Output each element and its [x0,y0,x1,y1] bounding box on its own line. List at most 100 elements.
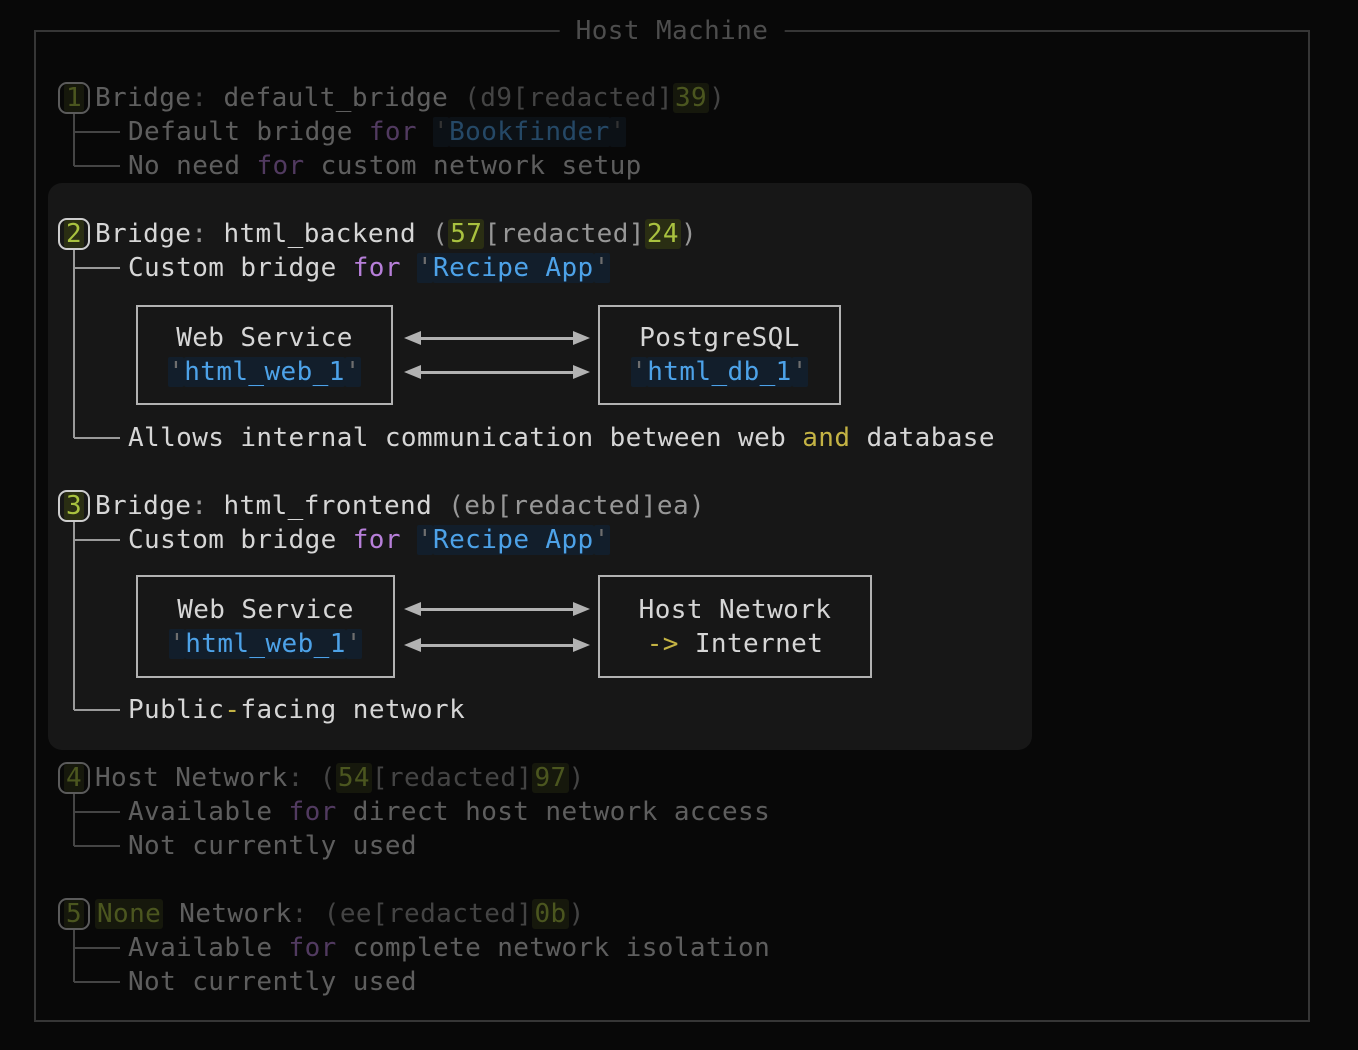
text-segment: Web Service [177,594,354,625]
text-segment: eb [464,491,497,521]
text-segment: ( [432,491,465,521]
section-header: Bridge: default_bridge (d9[redacted]39) [95,81,725,115]
frame-title: Host Machine [559,13,785,49]
arrow-shaft [416,644,578,647]
text-segment: Host Network [95,763,288,793]
arrow-head-left [404,331,421,345]
text-segment: html_web_1 [184,357,345,387]
text-segment: complete network isolation [336,933,771,963]
tree-branch-line [74,811,120,813]
text-segment: direct host network access [336,797,771,827]
badge-number: 2 [63,219,85,249]
text-segment: ' [168,357,185,387]
section-number-badge: 4 [58,762,90,794]
text-segment: : ( [291,899,340,929]
text-segment: for [352,525,401,555]
text-segment: Default bridge [128,117,369,147]
arrow-head-right [573,602,590,616]
text-segment: ' [593,253,610,283]
section-number-badge: 5 [58,898,90,930]
text-segment: - [224,695,241,725]
text-segment: and [802,423,851,453]
text-segment: html_frontend [223,491,433,521]
tree-branch-line [74,267,120,269]
bidirectional-arrow-icon [404,364,590,380]
text-segment: d9 [480,83,513,113]
text-segment: default_bridge [223,83,449,113]
text-segment: Not currently used [128,831,417,861]
text-segment: : [191,83,224,113]
text-segment: Public [128,695,225,725]
section-header: None Network: (ee[redacted]0b) [95,897,585,931]
text-segment: ' [609,117,626,147]
bidirectional-arrow-icon [404,330,590,346]
text-segment: ea [656,491,690,521]
text-segment: Custom bridge [128,525,353,555]
text-segment: ' [344,357,361,387]
text-segment: ( [448,83,481,113]
badge-number: 4 [63,763,85,793]
tree-line: Available for direct host network access [128,795,770,829]
service-box-line: -> Internet [647,627,824,661]
text-segment: for [288,933,337,963]
text-segment: Host Network [638,594,832,625]
text-segment: Network [163,899,292,929]
tree-line: Default bridge for 'Bookfinder' [128,115,626,149]
text-segment: ee [339,899,372,929]
tree-line: Custom bridge for 'Recipe App' [128,251,610,285]
tree-branch-line [74,947,120,949]
text-segment: ' [416,525,434,555]
tree-branch-line [74,709,120,711]
text-segment: ' [345,628,362,659]
service-box: Host Network-> Internet [598,575,872,678]
tree-connector-line [73,794,75,846]
text-segment: 39 [672,83,710,113]
text-segment: for [256,151,305,181]
arrow-head-left [404,365,421,379]
host-machine-frame: Host Machine [34,13,1310,1022]
text-segment: database [850,423,995,453]
tree-branch-line [74,845,120,847]
text-segment: [redacted] [484,219,645,249]
text-segment: Internet [678,628,824,659]
text-segment: Bridge [95,83,192,113]
text-segment: Not currently used [128,967,417,997]
text-segment: Recipe App [433,525,594,555]
text-segment: html_db_1 [647,357,792,387]
text-segment [401,253,417,283]
text-segment: [redacted] [371,763,533,793]
text-segment: ' [416,253,434,283]
text-segment: 57 [448,219,485,249]
text-segment: for [368,117,417,147]
text-segment [401,525,417,555]
text-segment: html_backend [223,219,417,249]
arrow-shaft [416,371,578,374]
bidirectional-arrow-icon [404,601,590,617]
tree-line: Custom bridge for 'Recipe App' [128,523,610,557]
text-segment: ' [593,525,610,555]
text-segment: 97 [532,763,569,793]
text-segment: : [191,491,224,521]
text-segment: ) [709,83,726,113]
text-segment: 54 [335,763,372,793]
section-header: Bridge: html_backend (57[redacted]24) [95,217,697,251]
arrow-shaft [416,337,578,340]
tree-line: No need for custom network setup [128,149,642,183]
badge-number: 1 [63,83,85,113]
arrow-shaft [416,608,578,611]
tree-branch-line [74,437,120,439]
text-segment: ) [680,219,698,249]
arrow-head-left [404,602,421,616]
text-segment: Available [128,797,289,827]
text-segment: Bridge [95,219,192,249]
text-segment: Web Service [176,323,353,353]
text-segment: ' [169,628,186,659]
tree-connector-line [73,114,75,166]
text-segment: Available [128,933,289,963]
text-segment: ' [433,117,450,147]
tree-connector-line [73,250,75,438]
text-segment: PostgreSQL [639,323,800,353]
tree-branch-line [74,981,120,983]
service-box-line: 'html_web_1' [168,355,361,389]
text-segment: ) [568,763,585,793]
